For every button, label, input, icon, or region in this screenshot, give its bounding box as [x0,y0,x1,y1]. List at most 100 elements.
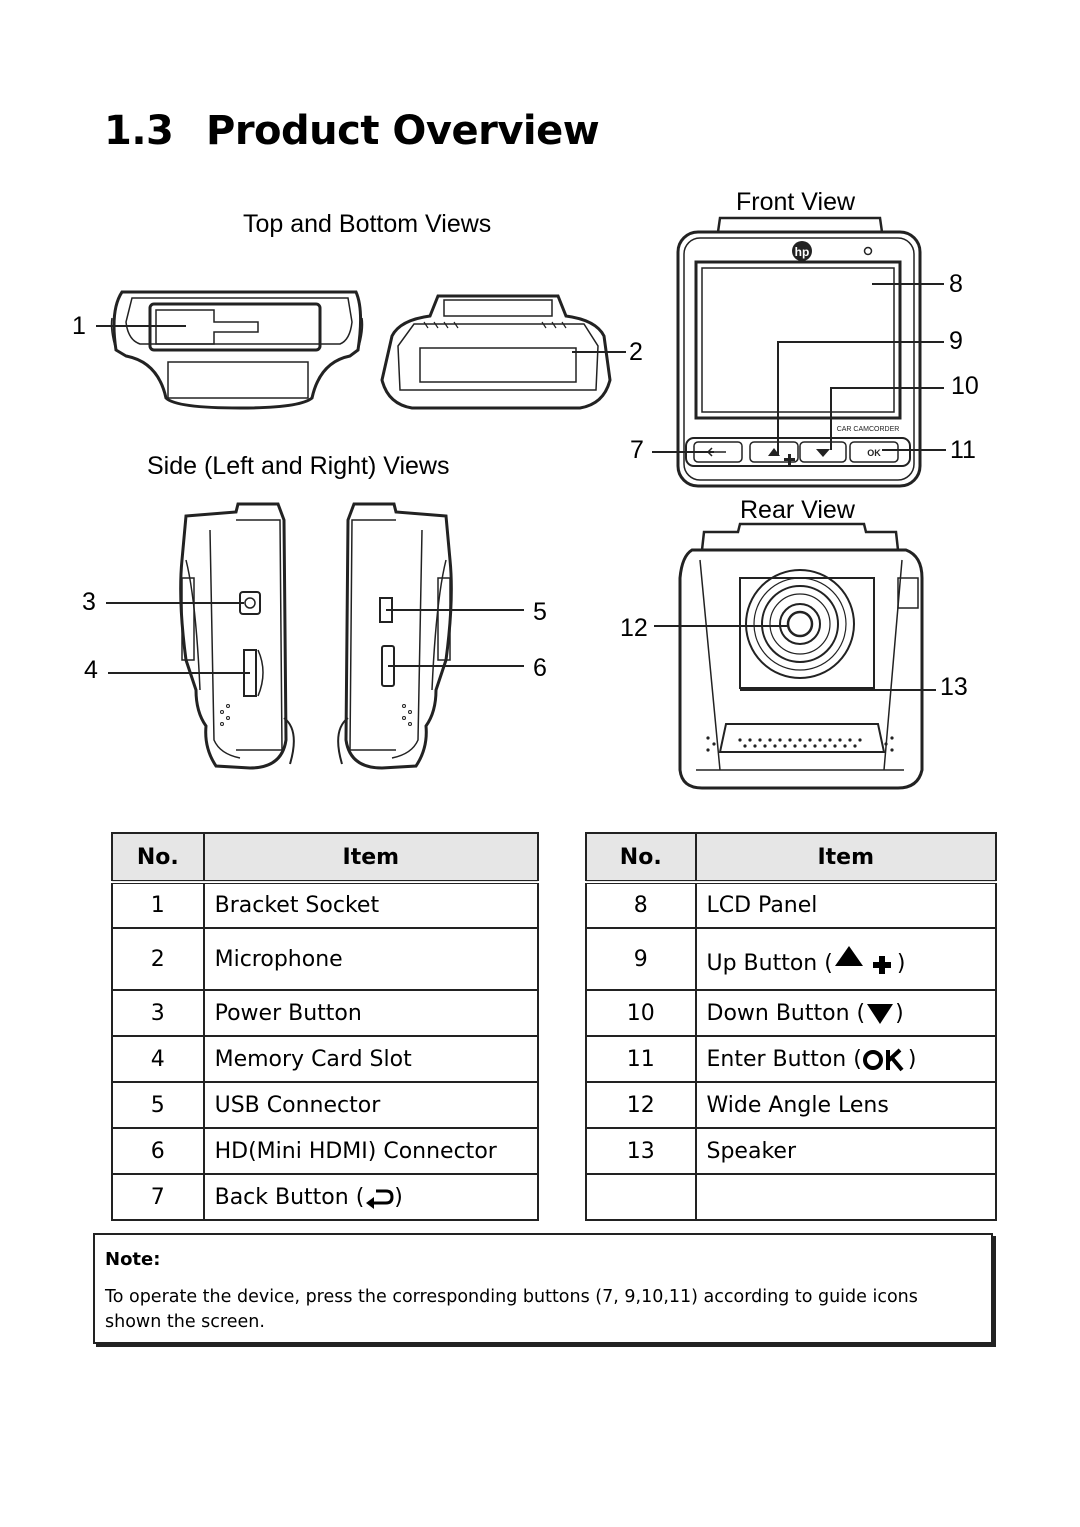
row-number: 2 [111,927,205,991]
note-box: Note: To operate the device, press the c… [93,1233,993,1344]
item-text: Enter Button ( [706,1046,862,1072]
row-number: 1 [111,881,205,929]
table-row: 9 Up Button () [585,927,997,991]
row-item: Power Button [202,989,540,1037]
parts-table-right: No. Item 8 LCD Panel 9 Up Button () 10 D… [585,832,997,1221]
table-row [585,1173,997,1221]
left-side-view-drawing [179,502,295,770]
callout-5: 5 [533,598,547,626]
hp-logo-icon [792,241,812,261]
item-text: Up Button ( [706,951,833,976]
row-number: 8 [585,881,697,929]
front-view-label: Front View [736,188,856,216]
device-illustrations: hp CAR CAMCORDER OK [96,216,946,790]
item-suffix: ) [896,951,906,976]
front-caption: CAR CAMCORDER [837,426,900,433]
row-item: USB Connector [202,1081,540,1129]
table-row: 6 HD(Mini HDMI) Connector [111,1127,540,1175]
side-views-label: Side (Left and Right) Views [147,452,450,480]
callout-13: 13 [940,673,968,701]
table-row: 3 Power Button [111,989,540,1037]
plus-icon [784,454,795,465]
top-bottom-views-label: Top and Bottom Views [243,210,492,238]
table-row: 13 Speaker [585,1127,997,1175]
row-number: 7 [111,1173,205,1221]
row-item: Wide Angle Lens [694,1081,997,1129]
rear-view-drawing [678,522,924,790]
callout-2: 2 [629,338,643,366]
brand-label: hp [795,245,810,259]
front-view-drawing [676,216,922,488]
down-triangle-icon [816,449,830,457]
up-triangle-icon [768,448,780,456]
ok-button-label: OK [867,448,881,458]
column-header-no: No. [111,832,205,884]
table-header-row: No. Item [111,832,540,884]
table-row: 7 Back Button () [111,1173,540,1221]
section-title: Product Overview [206,108,600,154]
right-side-view-drawing [337,502,453,770]
row-number: 12 [585,1081,697,1129]
row-item: HD(Mini HDMI) Connector [202,1127,540,1175]
item-suffix: ) [394,1184,403,1210]
row-item: Bracket Socket [202,881,540,929]
callout-6: 6 [533,654,547,682]
row-number: 11 [585,1035,697,1083]
row-number: 10 [585,989,697,1037]
section-number: 1.3 [104,108,174,154]
speaker-grille-icon [706,736,894,752]
column-header-item: Item [202,832,540,884]
table-row: 12 Wide Angle Lens [585,1081,997,1129]
column-header-item: Item [694,832,997,884]
item-suffix: ) [895,1000,904,1026]
bottom-view-drawing [380,294,612,410]
table-row: 4 Memory Card Slot [111,1035,540,1083]
row-number: 4 [111,1035,205,1083]
callout-11: 11 [950,436,976,464]
row-item: Enter Button () [694,1035,997,1083]
row-item: Down Button () [694,989,997,1037]
item-suffix: ) [907,1046,917,1072]
top-view-drawing [110,290,364,410]
callout-4: 4 [84,656,98,684]
row-item [694,1173,997,1221]
callout-12: 12 [620,614,648,642]
table-row: 5 USB Connector [111,1081,540,1129]
row-item: Microphone [202,927,540,991]
row-number [585,1173,697,1221]
table-row: 10 Down Button () [585,989,997,1037]
callout-leader-lines [96,283,946,691]
note-heading: Note: [105,1249,161,1270]
table-header-row: No. Item [585,832,997,884]
up-plus-icon [834,946,891,974]
page-title: 1.3 Product Overview [104,108,600,154]
row-number: 3 [111,989,205,1037]
parts-table-left: No. Item 1 Bracket Socket 2 Microphone 3… [111,832,540,1221]
callout-3: 3 [82,588,96,616]
table-row: 1 Bracket Socket [111,881,540,929]
item-text: Back Button ( [214,1184,365,1210]
row-item: Speaker [694,1127,997,1175]
row-number: 6 [111,1127,205,1175]
row-number: 5 [111,1081,205,1129]
row-item: Up Button () [694,927,997,991]
item-text: Down Button ( [706,1000,866,1026]
table-row: 11 Enter Button () [585,1035,997,1083]
ok-icon [862,1048,904,1071]
row-item: Back Button () [202,1173,540,1221]
row-number: 9 [585,927,697,991]
callout-8: 8 [949,270,963,298]
row-item: Memory Card Slot [202,1035,540,1083]
callout-10: 10 [951,372,979,400]
down-triangle-icon [867,1003,894,1024]
callout-1: 1 [72,312,86,340]
column-header-no: No. [585,832,697,884]
row-number: 13 [585,1127,697,1175]
table-row: 2 Microphone [111,927,540,991]
callout-7: 7 [630,436,644,464]
note-text: To operate the device, press the corresp… [105,1287,918,1332]
row-item: LCD Panel [694,881,997,929]
callout-9: 9 [949,327,963,355]
back-arrow-icon [366,1189,394,1209]
table-row: 8 LCD Panel [585,881,997,929]
